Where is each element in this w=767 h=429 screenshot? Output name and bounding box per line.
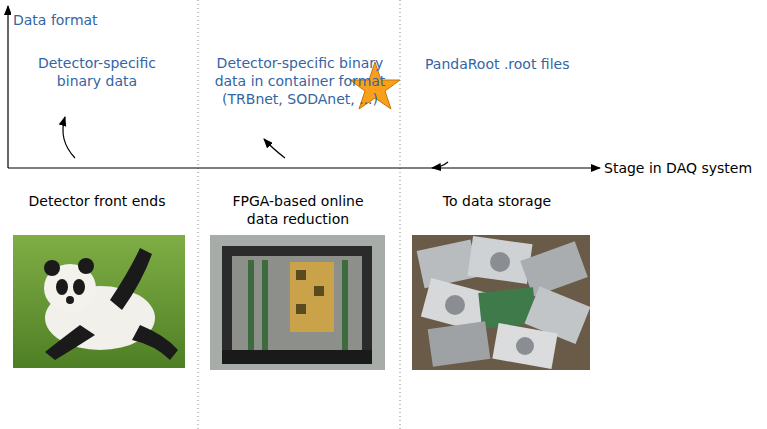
panda-photo	[13, 235, 185, 368]
panda-nose	[66, 296, 74, 304]
data-format-label: Detector-specific binary data	[22, 54, 172, 90]
fpga-board	[290, 262, 334, 332]
stage-label: Detector front ends	[12, 192, 182, 210]
fpga-chip	[296, 304, 306, 314]
photo-ground	[210, 235, 385, 370]
fpga-board	[342, 260, 348, 350]
data-format-label: Detector-specific binary data in contain…	[212, 54, 388, 108]
stage-label: FPGA-based online data reduction	[223, 192, 373, 228]
hard-drive-pile-photo	[412, 235, 590, 370]
y-axis	[7, 6, 8, 168]
panda-leg	[132, 325, 178, 360]
crate-fan-tray	[222, 350, 372, 364]
drive-platter	[490, 252, 510, 272]
hard-drive	[428, 321, 491, 367]
fpga-chip	[314, 286, 324, 296]
drive-platter	[516, 337, 534, 355]
stage-separator	[198, 0, 199, 429]
panda-arm	[45, 325, 95, 360]
data-format-label: PandaRoot .root files	[425, 55, 569, 73]
axis-label: Data format	[11, 11, 100, 29]
fpga-chip	[296, 270, 306, 280]
fpga-board	[248, 260, 254, 350]
leader-arrow	[63, 117, 75, 158]
panda-eye	[73, 279, 85, 295]
crate-chassis	[222, 246, 372, 364]
hard-drive	[468, 236, 533, 284]
hard-drive	[417, 240, 479, 289]
fpga-board	[262, 260, 268, 350]
leader-arrow	[432, 162, 448, 168]
panda-ear	[78, 258, 94, 274]
drive-platter	[445, 295, 465, 315]
photo-ground	[412, 235, 590, 370]
panda-arm	[110, 248, 152, 310]
panda-eye	[56, 279, 68, 295]
crate-backplane	[232, 256, 362, 354]
panda-ear	[44, 260, 60, 276]
stage-separator	[400, 0, 401, 429]
stage-label: To data storage	[412, 192, 582, 210]
photo-ground	[13, 235, 185, 368]
hard-drive	[492, 323, 557, 369]
axis-label: Stage in DAQ system	[604, 159, 752, 177]
fpga-crate-photo	[210, 235, 385, 370]
leader-arrow	[264, 139, 285, 158]
x-axis	[8, 167, 600, 168]
